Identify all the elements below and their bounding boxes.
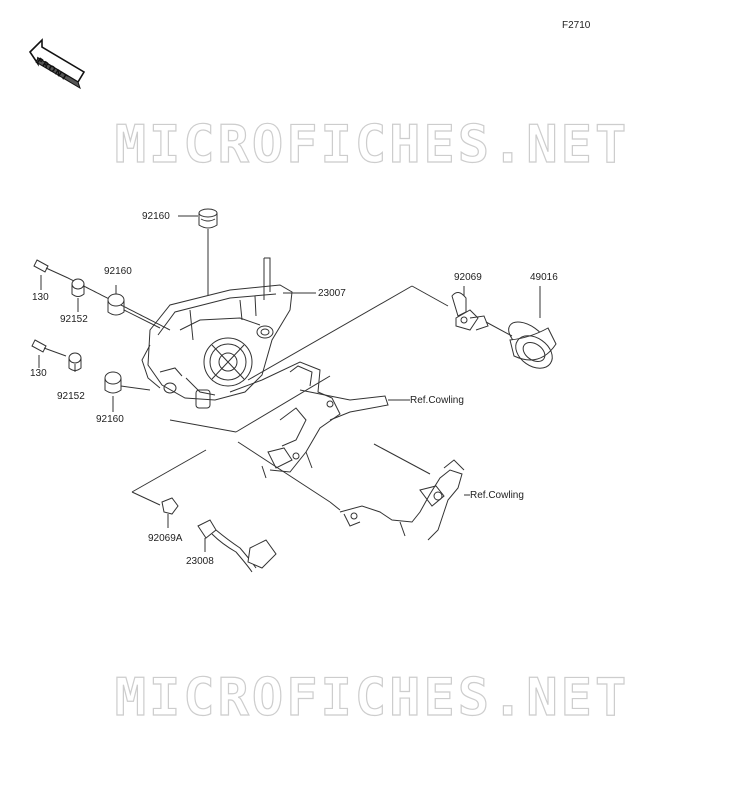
- watermark-bottom: MICROFICHES.NET: [114, 667, 630, 728]
- grommet-92160-lower: [104, 371, 122, 394]
- label-92160-upper: 92160: [104, 266, 132, 277]
- front-arrow-icon: [28, 38, 86, 90]
- grommet-92160-top: [198, 208, 218, 229]
- bulb-92069A: [161, 497, 179, 528]
- label-92069: 92069: [454, 272, 482, 283]
- watermark-top: MICROFICHES.NET: [114, 114, 630, 175]
- bulb-92069: [451, 292, 489, 331]
- collar-92152-lower: [68, 352, 82, 371]
- label-23008: 23008: [186, 556, 214, 567]
- label-92152-lower: 92152: [57, 391, 85, 402]
- headlight-housing-23007: [141, 284, 293, 409]
- dust-cover-49016: [508, 321, 557, 369]
- label-ref-cowling-lower: Ref.Cowling: [470, 490, 524, 501]
- label-49016: 49016: [530, 272, 558, 283]
- bolt-130-upper: [33, 259, 69, 279]
- wiring-bracket: [339, 459, 465, 541]
- label-23007: 23007: [318, 288, 346, 299]
- label-92160-top: 92160: [142, 211, 170, 222]
- label-92069A: 92069A: [148, 533, 183, 544]
- figure-code: F2710: [562, 20, 591, 31]
- harness-23008: [197, 519, 277, 573]
- headlight-stay-bracket: [261, 361, 389, 479]
- label-92160-lower: 92160: [96, 414, 124, 425]
- label-130-lower: 130: [30, 368, 47, 379]
- bolt-130-lower: [31, 339, 67, 357]
- label-130-upper: 130: [32, 292, 49, 303]
- collar-92152-upper: [71, 278, 85, 297]
- label-ref-cowling-upper: Ref.Cowling: [410, 395, 464, 406]
- label-92152-upper: 92152: [60, 314, 88, 325]
- grommet-92160-upper: [107, 293, 125, 316]
